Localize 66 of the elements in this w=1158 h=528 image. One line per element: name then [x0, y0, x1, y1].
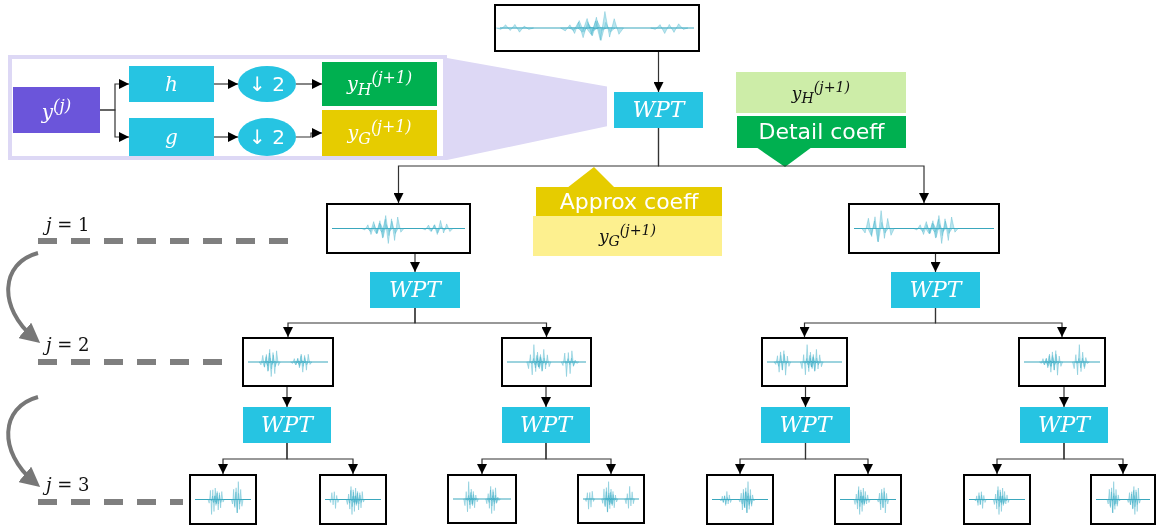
arrow [99, 109, 130, 142]
input-block [13, 87, 100, 133]
output-block [322, 110, 437, 156]
signal-plot-box [501, 337, 592, 387]
arrow [213, 132, 239, 142]
arrow [934, 307, 1067, 338]
signal-plot-box [189, 474, 257, 525]
filter-block [129, 66, 214, 102]
arrow [804, 442, 873, 475]
signal-plot-box [963, 474, 1031, 525]
callout-text: Approx coeff [559, 190, 699, 213]
coefficient-label [533, 216, 722, 256]
signal-plot-box [577, 474, 645, 524]
signal-plot-box [761, 337, 848, 387]
math-label: WPT [1037, 414, 1091, 436]
callout-text: ↓ 2 [249, 74, 285, 94]
signal-plot-box [1090, 474, 1156, 525]
signal-plot-box [447, 474, 517, 524]
math-label: WPT [909, 279, 962, 301]
callout-text: ↓ 2 [249, 127, 285, 147]
arrow [286, 442, 358, 475]
math-label: g [165, 127, 178, 147]
arrow [414, 307, 552, 338]
arrow [1063, 442, 1128, 475]
signal-plot-box [848, 203, 1000, 254]
math-label: y$^{(j)}$ [41, 98, 72, 122]
signal-plot-box [326, 203, 471, 254]
zoom-projection [447, 58, 607, 160]
wpt-block [1020, 407, 1108, 443]
wpt-block [243, 407, 331, 443]
arrow [653, 51, 664, 93]
arrow [541, 386, 551, 408]
signal-plot-box [834, 474, 902, 525]
callout-text: Detail coeff [758, 121, 885, 143]
arrow [282, 386, 292, 408]
arrow [213, 79, 239, 89]
arrow [295, 79, 323, 89]
arrow [545, 442, 616, 475]
arrow [1059, 386, 1069, 408]
math-label: WPT [519, 414, 573, 436]
arrow [930, 253, 941, 273]
math-label: WPT [388, 279, 442, 301]
arrow [295, 128, 323, 138]
arrow [800, 386, 811, 408]
wpt-block [614, 92, 703, 128]
downsample-ellipse [238, 66, 296, 102]
arrow [657, 127, 929, 204]
signal-plot-box [242, 337, 334, 387]
math-label: WPT [632, 99, 685, 121]
signal-plot-box [1018, 337, 1106, 387]
output-block [322, 62, 437, 106]
wpt-block [502, 407, 590, 443]
signal-plot-box [494, 4, 700, 52]
wpt-block [891, 272, 980, 308]
signal-plot-box [319, 474, 387, 525]
inset-panel [8, 55, 447, 160]
signal-plot-box [706, 474, 774, 525]
math-label: h [165, 74, 178, 94]
arrow [410, 253, 420, 273]
filter-block [129, 118, 214, 156]
wpt-block [370, 272, 460, 308]
coefficient-label [736, 72, 906, 113]
math-label: WPT [260, 414, 314, 436]
downsample-ellipse [238, 118, 296, 156]
wpt-block [761, 407, 850, 443]
math-label: WPT [779, 414, 832, 436]
